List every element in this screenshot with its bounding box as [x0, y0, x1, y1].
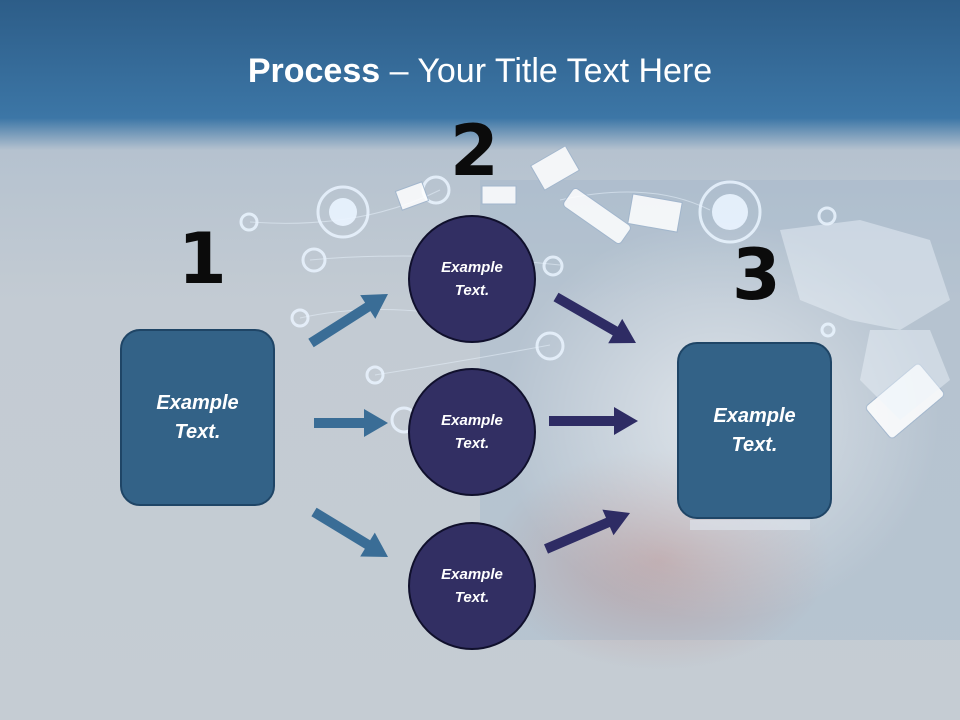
arrow-2-bottom-to-3 — [544, 509, 630, 554]
step-3-box-text: Example Text. — [713, 404, 796, 456]
arrow-1-to-2-middle — [314, 409, 388, 437]
slide-title: Process – Your Title Text Here — [0, 52, 960, 91]
step-3-number: 3 — [732, 234, 781, 316]
step-2-number: 2 — [450, 110, 499, 192]
step-1-box-text: Example Text. — [156, 391, 239, 443]
step-2-circle-top-text: Example Text. — [441, 259, 503, 299]
arrow-2-middle-to-3 — [549, 407, 638, 435]
step-2-circle-middle-text: Example Text. — [441, 412, 503, 452]
arrow-1-to-2-top — [308, 294, 388, 348]
title-bold: Process — [247, 52, 381, 90]
step-3-box: Example Text. — [677, 342, 832, 519]
step-1-box: Example Text. — [120, 329, 275, 506]
step-2-circle-middle: Example Text. — [408, 368, 536, 496]
arrow-2-top-to-3 — [553, 292, 636, 344]
step-2-circle-bottom-text: Example Text. — [441, 566, 503, 606]
step-2-circle-bottom: Example Text. — [408, 522, 536, 650]
title-rest: – Your Title Text Here — [380, 52, 713, 90]
step-1-number: 1 — [178, 218, 227, 300]
step-2-circle-top: Example Text. — [408, 215, 536, 343]
arrow-1-to-2-bottom — [311, 507, 388, 557]
